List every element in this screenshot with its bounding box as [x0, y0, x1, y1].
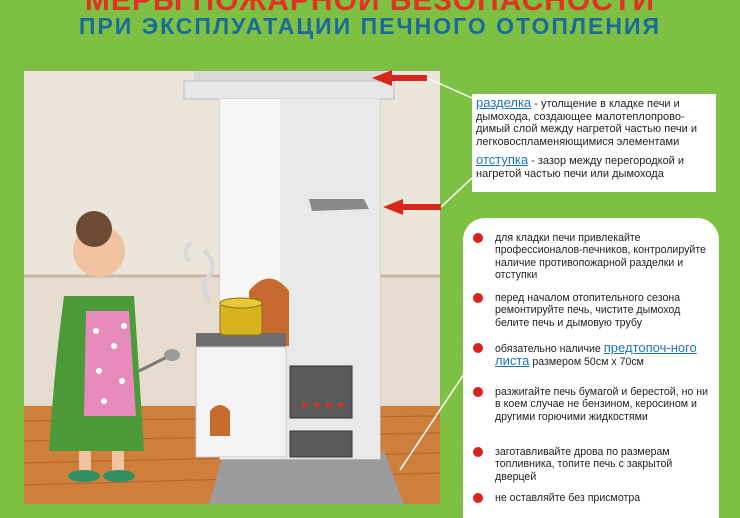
poster-title: МЕРЫ ПОЖАРНОЙ БЕЗОПАСНОСТИ: [84, 0, 656, 17]
term-predtopochny-list: предтопоч-ного листа: [495, 340, 697, 369]
term-razdelka: разделка: [476, 95, 532, 110]
bullet-dot-icon: [473, 233, 483, 243]
bullet-dot-icon: [473, 493, 483, 503]
rule-item: перед началом отопительного сезона ремон…: [473, 292, 711, 329]
illustration-scene: [24, 71, 440, 504]
rule-item: разжигайте печь бумагой и берестой, но н…: [473, 386, 711, 423]
rule-text-part: обязательно наличие: [495, 343, 604, 355]
bullet-dot-icon: [473, 387, 483, 397]
rule-text: не оставляйте без присмотра: [495, 492, 641, 504]
safety-rules-panel: для кладки печи привлекайте профессионал…: [463, 218, 719, 518]
rule-item: заготавливайте дрова по размерам топливн…: [473, 446, 711, 483]
rule-text: заготавливайте дрова по размерам топливн…: [495, 446, 673, 483]
callout-otstupka: отступка - зазор между перегородкой и на…: [472, 150, 716, 192]
poster-subtitle: ПРИ ЭКСПЛУАТАЦИИ ПЕЧНОГО ОТОПЛЕНИЯ: [78, 13, 662, 39]
rule-text: разжигайте печь бумагой и берестой, но н…: [495, 386, 709, 423]
rule-text: перед началом отопительного сезона ремон…: [495, 292, 681, 329]
bullet-dot-icon: [473, 343, 483, 353]
bullet-dot-icon: [473, 447, 483, 457]
bullet-dot-icon: [473, 293, 483, 303]
razdelka-definition: - утолщение в кладке печи и дымохода, со…: [476, 98, 697, 148]
rule-text-part: размером 50см х 70см: [529, 356, 644, 369]
otstupka-definition: - зазор между перегородкой и нагретой ча…: [476, 155, 685, 180]
rule-item: не оставляйте без присмотра: [473, 492, 711, 504]
rule-text-preliminary-sheet: обязательно наличие предтопоч-ного листа…: [495, 340, 711, 369]
rule-text: для кладки печи привлекайте профессионал…: [495, 232, 706, 281]
term-otstupka: отступка: [476, 152, 529, 167]
rule-item: обязательно наличие предтопоч-ного листа…: [473, 340, 711, 369]
callout-razdelka: разделка - утолщение в кладке печи и дым…: [472, 94, 716, 150]
rule-item: для кладки печи привлекайте профессионал…: [473, 232, 711, 281]
stove-room-illustration: [24, 71, 440, 504]
